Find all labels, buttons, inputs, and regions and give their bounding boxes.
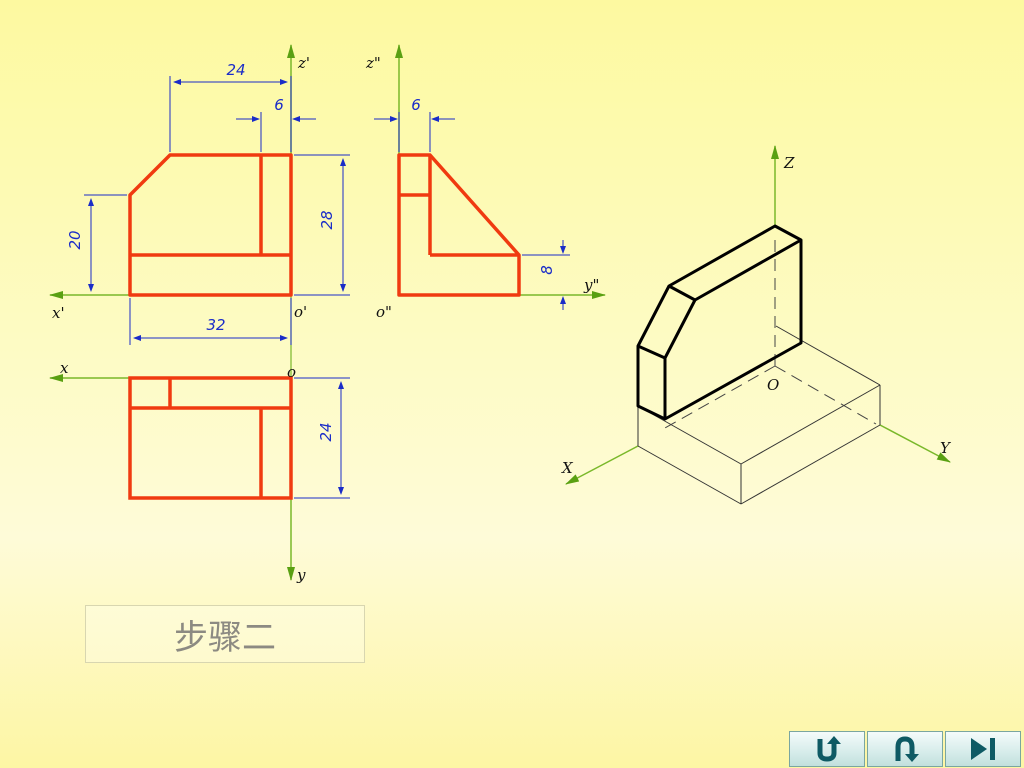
dim-base-width-label: 32 bbox=[206, 316, 225, 334]
dim-plan-depth-label: 24 bbox=[317, 422, 335, 441]
end-button[interactable] bbox=[945, 731, 1021, 767]
dim-notch-width-label: 6 bbox=[274, 96, 284, 114]
side-outline bbox=[397, 153, 521, 297]
iso-hidden-lines bbox=[664, 240, 877, 429]
side-z-label: z" bbox=[365, 54, 381, 72]
isometric-view: Z X Y O bbox=[561, 145, 952, 505]
iso-x-axis bbox=[565, 445, 639, 485]
dim-notch-width bbox=[236, 112, 316, 152]
iso-o-label: O bbox=[767, 376, 779, 394]
side-y-label: y" bbox=[583, 276, 599, 294]
dim-top-width bbox=[169, 76, 292, 152]
front-view: 24 6 20 28 32 z' bbox=[49, 44, 350, 380]
plan-view: 24 x o y bbox=[49, 359, 350, 584]
iso-z-label: Z bbox=[783, 154, 795, 172]
iso-x-label: X bbox=[561, 459, 574, 477]
return-arrow-icon bbox=[817, 736, 841, 762]
iso-y-axis bbox=[879, 424, 951, 463]
step-label: 步骤二 bbox=[85, 605, 365, 663]
dim-top-width-label: 24 bbox=[226, 61, 245, 79]
iso-wall-solid bbox=[636, 224, 803, 421]
dim-left-height-label: 20 bbox=[66, 230, 84, 249]
side-o-label: o" bbox=[376, 303, 392, 321]
dim-side-notch bbox=[374, 112, 455, 152]
dim-total-height-label: 28 bbox=[318, 210, 336, 229]
plan-y-label: y bbox=[296, 566, 306, 584]
iso-y-label: Y bbox=[940, 439, 952, 457]
plan-outline bbox=[128, 376, 293, 500]
u-turn-icon bbox=[895, 736, 919, 762]
dim-plan-depth bbox=[294, 377, 350, 499]
return-button[interactable] bbox=[789, 731, 865, 767]
dim-total-height bbox=[294, 154, 350, 296]
plan-o-label: o bbox=[287, 363, 296, 381]
dim-side-height-label: 8 bbox=[538, 265, 556, 275]
skip-end-icon bbox=[971, 738, 995, 760]
front-o-label: o' bbox=[294, 303, 307, 321]
dim-left-height bbox=[84, 194, 127, 292]
dim-base-width bbox=[129, 298, 292, 345]
front-z-label: z' bbox=[297, 54, 310, 72]
nav-bar bbox=[789, 731, 1023, 767]
dim-side-height bbox=[522, 240, 570, 310]
plan-x-label: x bbox=[60, 359, 69, 377]
dim-side-notch-label: 6 bbox=[411, 96, 421, 114]
side-view: 6 8 z" y" o" bbox=[365, 44, 606, 321]
back-button[interactable] bbox=[867, 731, 943, 767]
front-x-label: x' bbox=[52, 304, 65, 322]
front-outline bbox=[128, 153, 293, 297]
